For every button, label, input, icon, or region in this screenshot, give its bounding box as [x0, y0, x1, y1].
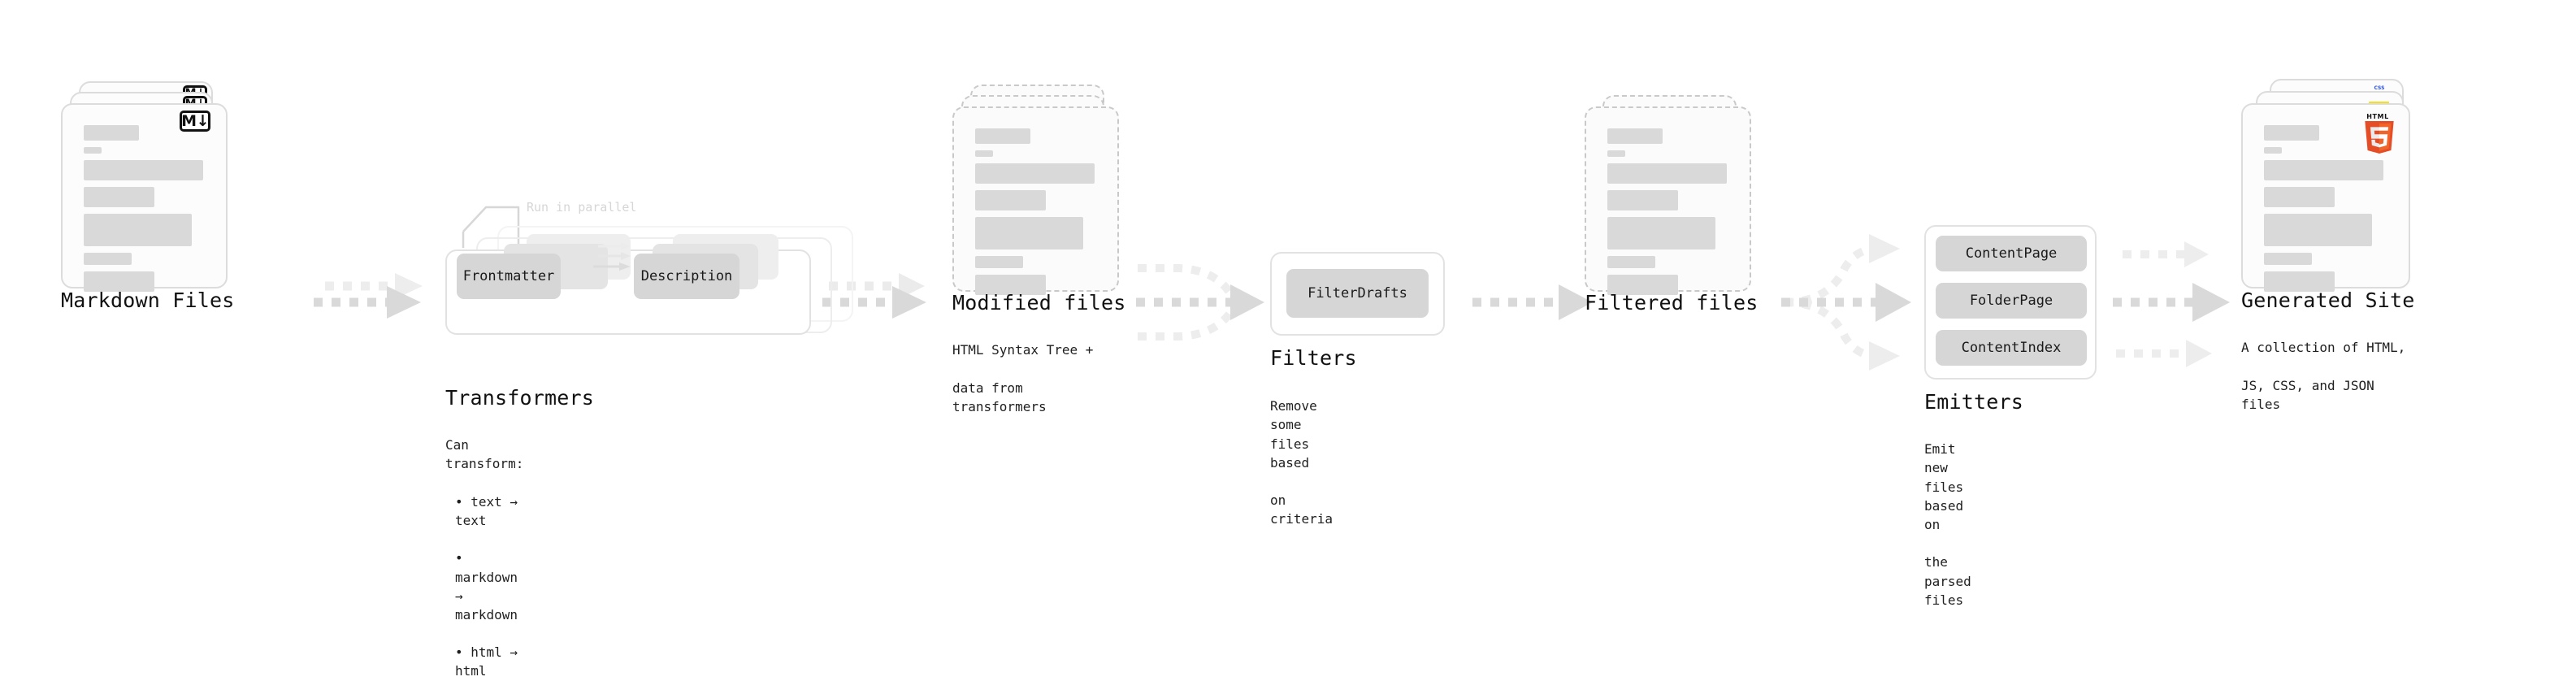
caption-line: • markdown → markdown	[455, 550, 518, 622]
caption-line: the parsed files	[1924, 554, 1971, 608]
caption-line: • text → text	[455, 493, 518, 528]
arrow-filtered-to-emitters	[1781, 234, 1911, 371]
transformer-inner-arrows	[593, 242, 631, 271]
html5-icon-label: HTML	[2366, 113, 2389, 120]
stage-title-markdown-files: Markdown Files	[61, 288, 235, 312]
caption-line: Remove some files based	[1270, 398, 1317, 471]
modified-card-skeleton	[954, 108, 1117, 295]
stage-markdown-files: M↓ M↓ M↓ Markdown Files	[61, 81, 234, 312]
transformer-chip-frontmatter[interactable]: Frontmatter	[457, 254, 561, 299]
stage-modified-files: Modified files HTML Syntax Tree + data f…	[952, 81, 1125, 414]
caption-line: Can transform:	[445, 437, 524, 472]
markdown-card-skeleton	[63, 105, 226, 292]
html5-icon: HTML	[2361, 113, 2394, 154]
caption-line: JS, CSS, and JSON files	[2241, 377, 2374, 412]
emitters-chip-contentpage[interactable]: ContentPage	[1936, 236, 2087, 271]
arrow-markdown-to-transformers	[314, 273, 423, 319]
transformer-chip-description[interactable]: Description	[634, 254, 739, 299]
stage-caption-transformers: Can transform: • text → text • markdown …	[445, 417, 523, 681]
generated-card-skeleton	[2243, 105, 2409, 292]
filtered-file-stack	[1585, 81, 1755, 295]
filters-chip-filterdrafts[interactable]: FilterDrafts	[1286, 269, 1429, 318]
stage-filtered-files: Filtered files	[1585, 81, 1758, 314]
caption-line: HTML Syntax Tree +	[952, 342, 1094, 358]
stage-caption-generated-site: A collection of HTML, JS, CSS, and JSON …	[2241, 319, 2416, 432]
arrow-filters-to-filtered	[1472, 284, 1593, 320]
stage-caption-emitters: Emit new files based on the parsed files	[1924, 421, 1971, 628]
emitters-chip-contentindex[interactable]: ContentIndex	[1936, 330, 2087, 366]
stage-title-filtered-files: Filtered files	[1585, 291, 1759, 314]
markdown-file-stack: M↓ M↓ M↓	[61, 81, 232, 292]
caption-line: data from transformers	[952, 380, 1047, 414]
filtered-card-front	[1585, 106, 1751, 295]
markdown-icon-front: M↓	[180, 111, 210, 132]
caption-line: A collection of HTML,	[2241, 340, 2406, 356]
modified-card-front	[952, 106, 1119, 295]
caption-line: on criteria	[1270, 492, 1334, 527]
stage-title-generated-site: Generated Site	[2241, 288, 2415, 312]
stage-title-emitters: Emitters	[1924, 390, 2024, 414]
modified-file-stack	[952, 81, 1123, 295]
arrow-transformers-to-modified	[822, 273, 926, 319]
run-in-parallel-label: Run in parallel	[527, 200, 637, 215]
stage-generated-site: CSS HTML	[2241, 79, 2416, 412]
emitters-chip-folderpage[interactable]: FolderPage	[1936, 283, 2087, 319]
caption-line: • html → html	[455, 644, 518, 679]
arrow-modified-to-filters	[1136, 264, 1264, 340]
stage-caption-modified-files: HTML Syntax Tree + data from transformer…	[952, 322, 1123, 435]
stage-title-modified-files: Modified files	[952, 291, 1126, 314]
caption-line: Emit new files based on	[1924, 441, 1964, 532]
generated-file-stack: CSS HTML	[2241, 79, 2416, 292]
stage-caption-filters: Remove some files based on criteria	[1270, 378, 1333, 548]
css3-icon-label: CSS	[2374, 85, 2385, 91]
markdown-card-front	[61, 103, 228, 292]
arrow-emitters-to-generated	[2113, 241, 2230, 367]
stage-title-transformers: Transformers	[445, 386, 595, 410]
stage-title-filters: Filters	[1270, 346, 1357, 370]
filtered-card-skeleton	[1586, 108, 1750, 295]
